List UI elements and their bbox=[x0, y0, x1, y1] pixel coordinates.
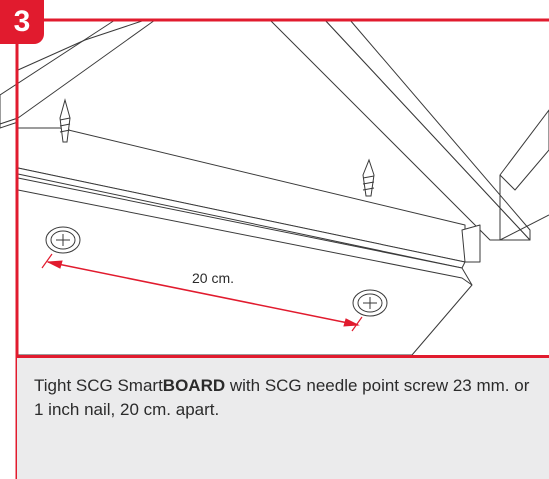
nail-right-icon bbox=[362, 158, 375, 197]
caption-product: BOARD bbox=[162, 376, 226, 395]
roof-edge bbox=[17, 19, 146, 71]
caption-panel: Tight SCG SmartBOARD with SCG needle poi… bbox=[17, 355, 549, 479]
right-beam-top bbox=[499, 214, 549, 241]
measurement-arrow bbox=[41, 253, 363, 332]
measurement-label: 20 cm. bbox=[192, 270, 234, 286]
screw-head-right-icon bbox=[352, 289, 388, 317]
caption-text-part2: with SCG needle point screw 23 mm. or 1 … bbox=[34, 376, 530, 419]
support-post bbox=[461, 224, 481, 263]
caption-text-part1: Tight bbox=[34, 376, 76, 395]
ceiling-board-edge bbox=[17, 189, 473, 286]
caption-brand: SCG Smart bbox=[75, 376, 163, 395]
step-number-badge: 3 bbox=[0, 0, 44, 44]
rafter-far-right bbox=[499, 109, 549, 191]
screw-head-left-icon bbox=[45, 226, 81, 254]
rafter-left bbox=[0, 19, 156, 125]
